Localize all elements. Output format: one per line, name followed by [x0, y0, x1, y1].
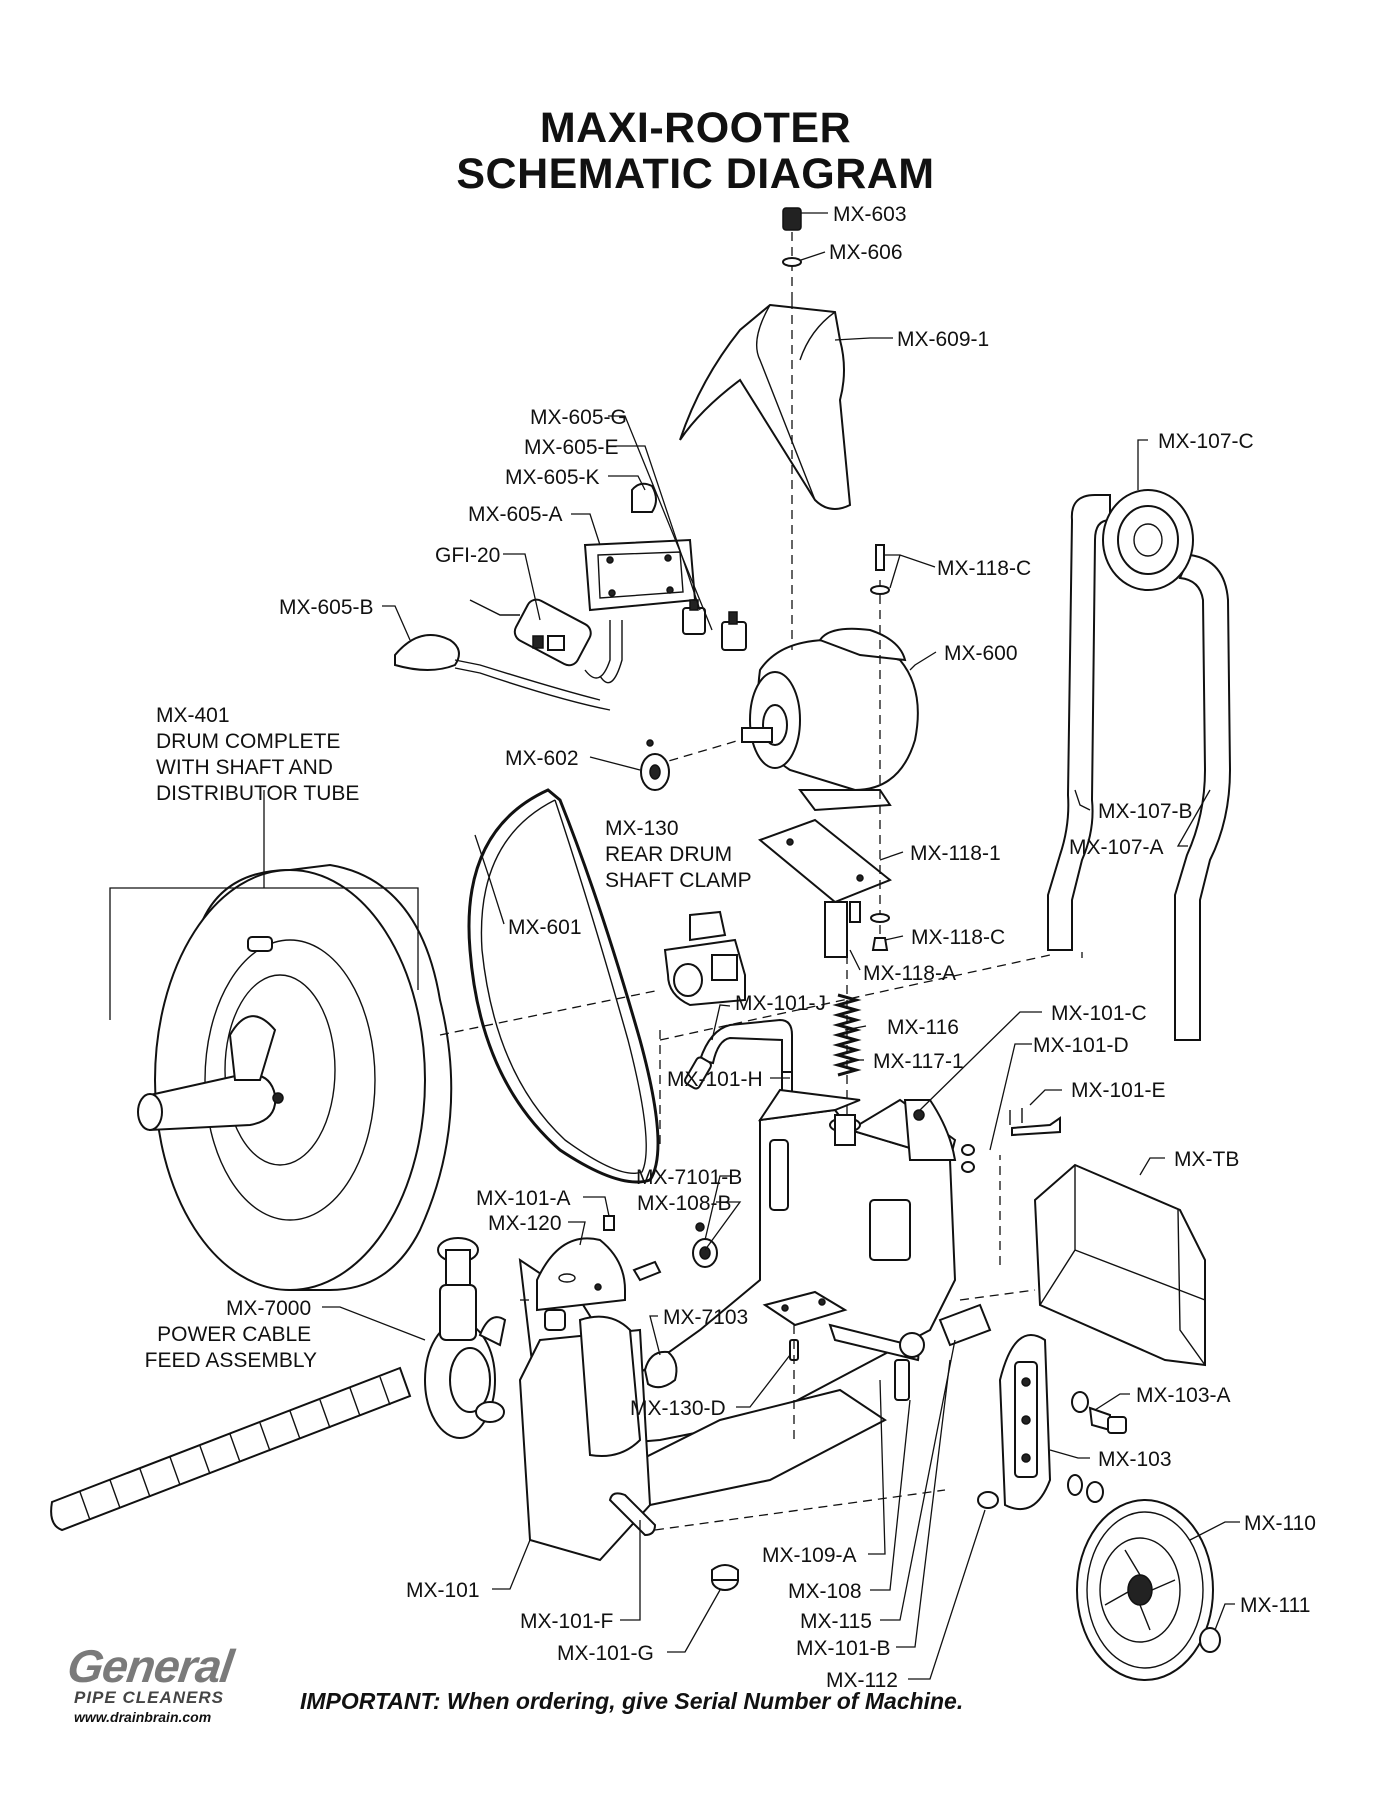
drum-shaft-clamp-part — [663, 910, 746, 1007]
motor-plate-part — [758, 818, 892, 958]
label-mx-101-j: MX-101-J — [735, 992, 826, 1015]
tool-box-part — [1033, 1163, 1206, 1367]
cord-end-part — [394, 634, 611, 711]
label-mx-101-h: MX-101-H — [667, 1068, 763, 1091]
power-cable-feed-part — [50, 1237, 507, 1532]
handle-part — [1047, 489, 1232, 1041]
label-mx-107-a: MX-107-A — [1069, 836, 1164, 859]
switch-box-part — [583, 538, 697, 612]
label-mx-101-c: MX-101-C — [1051, 1002, 1147, 1025]
frame-part — [518, 1088, 992, 1562]
label-mx-108: MX-108 — [788, 1580, 862, 1603]
washer-part — [782, 257, 802, 267]
label-mx-109-a: MX-109-A — [762, 1544, 857, 1567]
handle-rod-part — [828, 1323, 925, 1401]
label-mx-7103: MX-7103 — [663, 1306, 748, 1329]
small-hardware-part — [913, 1108, 1061, 1173]
label-mx-606: MX-606 — [829, 241, 903, 264]
belt-part — [467, 788, 660, 1184]
axle-bolt-part — [1067, 1391, 1127, 1503]
label-mx-103: MX-103 — [1098, 1448, 1172, 1471]
ordering-note: IMPORTANT: When ordering, give Serial Nu… — [300, 1688, 964, 1714]
label-mx-603: MX-603 — [833, 203, 907, 226]
spring-part — [832, 993, 862, 1077]
label-mx-605-e: MX-605-E — [524, 436, 619, 459]
leader-lines — [322, 212, 1240, 1680]
wheel-part — [1076, 1499, 1214, 1681]
label-mx-7000: MX-7000 POWER CABLE FEED ASSEMBLY — [145, 1297, 317, 1372]
axle-cap-part — [1199, 1627, 1221, 1653]
label-mx-118-1: MX-118-1 — [910, 842, 1001, 865]
title-line-2: SCHEMATIC DIAGRAM — [456, 150, 935, 198]
label-mx-101-g: MX-101-G — [557, 1642, 654, 1665]
label-mx-101-e: MX-101-E — [1071, 1079, 1166, 1102]
pulley-part — [640, 739, 670, 791]
label-mx-120: MX-120 — [488, 1212, 562, 1235]
label-mx-605-b: MX-605-B — [279, 596, 374, 619]
label-mx-103-a: MX-103-A — [1136, 1384, 1231, 1407]
gfi-cord-part — [469, 598, 623, 684]
label-mx-130-d: MX-130-D — [630, 1397, 726, 1420]
label-mx-112: MX-112 — [826, 1669, 898, 1692]
label-mx-107-c: MX-107-C — [1158, 430, 1254, 453]
logo-tagline: PIPE CLEANERS — [74, 1688, 224, 1707]
knob-nut-part — [782, 207, 802, 300]
label-mx-118-a: MX-118-A — [863, 962, 956, 985]
belt-guard-part — [679, 303, 852, 510]
clamp-plate-part — [762, 1290, 848, 1440]
drum-part — [137, 863, 453, 1291]
label-mx-609-1: MX-609-1 — [897, 328, 989, 351]
label-mx-118-c-top: MX-118-C — [937, 557, 1031, 580]
label-mx-401: MX-401 DRUM COMPLETE WITH SHAFT AND DIST… — [156, 704, 359, 805]
switch-toggle-part — [721, 611, 747, 651]
switch-part — [682, 599, 706, 635]
label-mx-101-a: MX-101-A — [476, 1187, 571, 1210]
pin-spring-part — [684, 1018, 793, 1093]
label-mx-108-b: MX-108-B — [637, 1192, 732, 1215]
label-mx-7101-b: MX-7101-B — [636, 1166, 742, 1189]
title-line-1: MAXI-ROOTER — [539, 104, 852, 152]
axle-plate-part — [998, 1334, 1052, 1510]
label-mx-tb: MX-TB — [1174, 1148, 1239, 1171]
label-mx-118-c-bottom: MX-118-C — [911, 926, 1005, 949]
page-title: MAXI-ROOTER SCHEMATIC DIAGRAM — [0, 105, 1391, 197]
label-mx-605-a: MX-605-A — [468, 503, 563, 526]
logo-url: www.drainbrain.com — [74, 1709, 212, 1725]
logo-brand: General — [64, 1640, 236, 1692]
label-gfi-20: GFI-20 — [435, 544, 500, 567]
bearing-block-part — [536, 1237, 626, 1312]
label-mx-101-f: MX-101-F — [520, 1610, 613, 1633]
motor-part — [741, 627, 919, 812]
frame-tube-part — [608, 1492, 657, 1537]
label-mx-111: MX-111 — [1240, 1594, 1310, 1617]
label-mx-110: MX-110 — [1244, 1512, 1316, 1535]
label-mx-101-b: MX-101-B — [796, 1637, 891, 1660]
label-mx-115: MX-115 — [800, 1610, 872, 1633]
brand-logo: General PIPE CLEANERS www.drainbrain.com — [64, 1640, 258, 1726]
label-mx-130: MX-130 REAR DRUM SHAFT CLAMP — [605, 817, 752, 892]
knob-part — [643, 1350, 678, 1389]
collar-part — [977, 1491, 999, 1509]
label-mx-602: MX-602 — [505, 747, 579, 770]
switch-boot-part — [631, 482, 657, 513]
label-mx-605-k: MX-605-K — [505, 466, 600, 489]
label-mx-117-1: MX-117-1 — [873, 1050, 964, 1073]
label-mx-605-g: MX-605-G — [530, 406, 627, 429]
label-mx-101-d: MX-101-D — [1033, 1034, 1129, 1057]
label-mx-600: MX-600 — [944, 642, 1018, 665]
label-mx-101: MX-101 — [406, 1579, 480, 1602]
bolt-washer-part — [870, 544, 890, 951]
label-mx-116: MX-116 — [887, 1016, 959, 1039]
label-mx-601: MX-601 — [508, 916, 582, 939]
label-mx-107-b: MX-107-B — [1098, 800, 1193, 823]
